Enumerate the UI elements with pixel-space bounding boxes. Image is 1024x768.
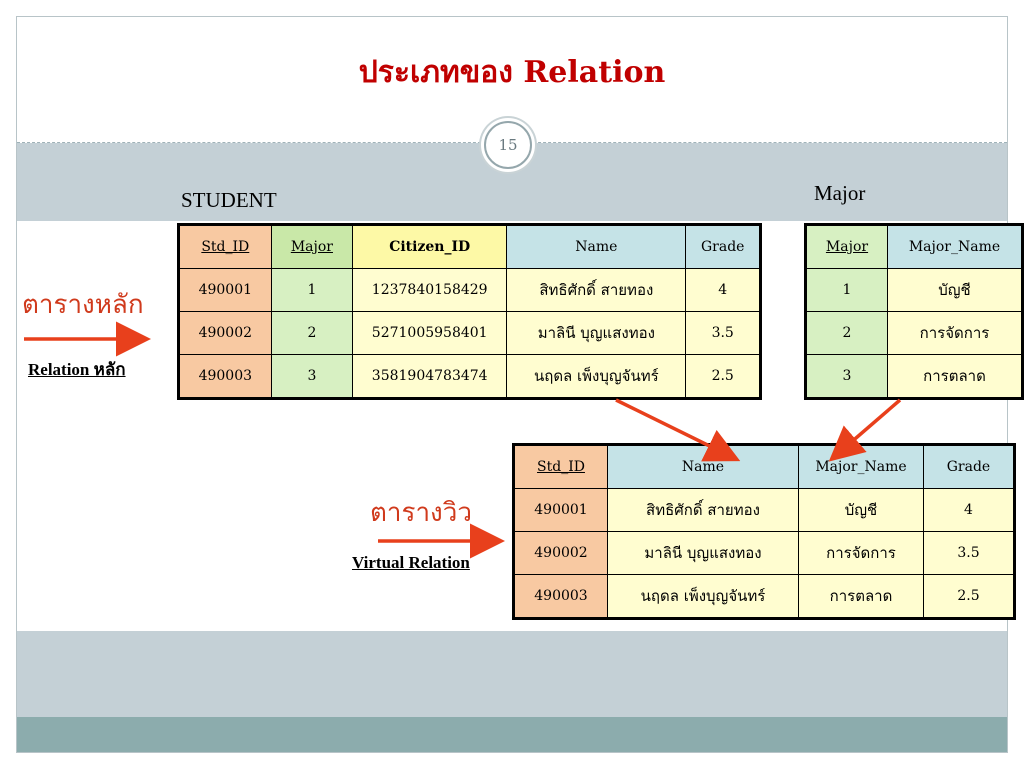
column-header: Std_ID [178,224,272,269]
table-cell: 1237840158429 [352,268,508,312]
table-cell: 1 [805,268,888,312]
table-cell: สิทธิศักดิ์ สายทอง [607,488,799,532]
table-cell: 4 [923,488,1015,532]
table-cell: 490001 [513,488,608,532]
table-cell: 3.5 [685,311,761,355]
column-header: Major [270,224,354,269]
table-cell: สิทธิศักดิ์ สายทอง [506,268,687,312]
slide-title: ประเภทของ Relation [358,55,666,90]
main-table-thai-label: ตารางหลัก [22,290,144,320]
name-join-arrow [615,398,741,462]
table-cell: 1 [270,268,354,312]
main-relation-label: Relation หลัก [28,360,126,379]
table-cell: 2 [270,311,354,355]
table-cell: 490002 [178,311,272,355]
table-cell: การจัดการ [798,531,924,575]
footer-band [17,717,1007,752]
table-cell: การตลาด [798,574,924,619]
table-row: 490002 มาลินี บุญแสงทอง การจัดการ 3.5 [513,531,1015,575]
table-cell: 2.5 [923,574,1015,619]
page-number: 15 [484,121,532,169]
table-cell: 3 [270,354,354,399]
table-cell: บัญชี [887,268,1023,312]
table-row: 490003 3 3581904783474 นฤดล เพ็งบุญจันทร… [178,354,761,399]
table-row: 490003 นฤดล เพ็งบุญจันทร์ การตลาด 2.5 [513,574,1015,619]
table-cell: 3.5 [923,531,1015,575]
table-cell: การจัดการ [887,311,1023,355]
table-cell: 3581904783474 [352,354,508,399]
column-header: Citizen_ID [352,224,508,269]
table-row: 3 การตลาด [805,354,1023,399]
table-cell: 4 [685,268,761,312]
view-table-thai-label: ตารางวิว [370,498,472,528]
table-row: 1 บัญชี [805,268,1023,312]
column-header: Grade [685,224,761,269]
major-table-label: Major [814,181,866,205]
table-cell: 490003 [513,574,608,619]
table-header-row: Std_ID Major Citizen_ID Name Grade [178,224,761,269]
table-cell: 490003 [178,354,272,399]
column-header: Major [805,224,888,269]
table-cell: 490001 [178,268,272,312]
table-row: 490001 1 1237840158429 สิทธิศักดิ์ สายทอ… [178,268,761,312]
major-join-arrow [828,398,902,462]
table-header-row: Major Major_Name [805,224,1023,269]
table-cell: มาลินี บุญแสงทอง [607,531,799,575]
student-table: Std_ID Major Citizen_ID Name Grade 49000… [177,223,762,400]
column-header: Std_ID [513,444,608,489]
table-cell: 3 [805,354,888,399]
table-cell: การตลาด [887,354,1023,399]
table-row: 490002 2 5271005958401 มาลินี บุญแสงทอง … [178,311,761,355]
table-row: 490001 สิทธิศักดิ์ สายทอง บัญชี 4 [513,488,1015,532]
student-table-label: STUDENT [181,188,277,212]
column-header: Major_Name [887,224,1023,269]
table-cell: มาลินี บุญแสงทอง [506,311,687,355]
column-header: Grade [923,444,1015,489]
virtual-relation-label: Virtual Relation [352,553,470,572]
table-cell: 2.5 [685,354,761,399]
major-table: Major Major_Name 1 บัญชี 2 การจัดการ 3 ก… [804,223,1024,400]
table-cell: 490002 [513,531,608,575]
view-table: Std_ID Name Major_Name Grade 490001 สิทธ… [512,443,1016,620]
table-header-row: Std_ID Name Major_Name Grade [513,444,1015,489]
table-cell: นฤดล เพ็งบุญจันทร์ [607,574,799,619]
bottom-band [17,631,1007,717]
table-cell: นฤดล เพ็งบุญจันทร์ [506,354,687,399]
